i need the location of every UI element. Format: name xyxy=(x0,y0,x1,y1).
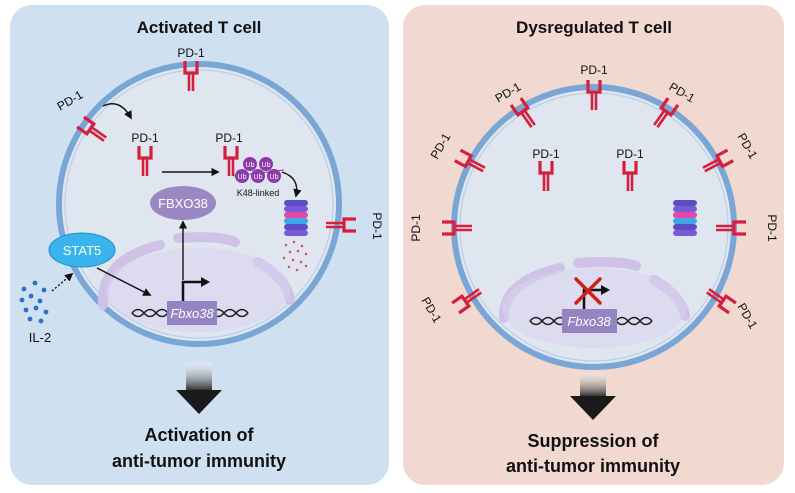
right-panel: Dysregulated T cell Fbxo38 PD-1 PD-1 xyxy=(403,5,784,485)
proteasome xyxy=(284,200,308,236)
ub-label: Ub xyxy=(262,162,271,169)
right-promoter-arrow xyxy=(582,288,603,309)
left-outcome-line1: Activation of xyxy=(144,425,254,445)
fbxo38-protein xyxy=(150,186,216,220)
to-proteasome-arrow xyxy=(281,171,302,198)
left-outcome-line2: anti-tumor immunity xyxy=(112,451,286,471)
il2-to-stat5-arrow xyxy=(51,272,74,292)
left-outcome-arrow xyxy=(186,362,212,392)
ubiquitin-chain: Ub Ub Ub Ub Ub xyxy=(233,157,285,183)
internalization-arrow xyxy=(102,103,132,120)
right-gene-label: Fbxo38 xyxy=(567,314,611,329)
left-fbxo38-gene-box xyxy=(167,301,217,325)
ub-label: Ub xyxy=(270,174,279,181)
ub-label: Ub xyxy=(254,174,263,181)
right-outcome-line1: Suppression of xyxy=(527,431,659,451)
ub-label: Ub xyxy=(238,174,247,181)
fbxo38-label: FBXO38 xyxy=(158,196,208,211)
left-panel: Activated T cell Fbxo38 FBXO38 STAT5 xyxy=(10,5,389,485)
stat5-label: STAT5 xyxy=(63,243,102,258)
transcription-blocked-x xyxy=(574,277,602,305)
pd1-label-membrane-far-right: PD-1 xyxy=(765,214,779,242)
right-proteasome xyxy=(673,200,697,236)
degraded-fragments xyxy=(282,240,308,272)
right-outcome-arrow xyxy=(580,372,606,398)
right-fbxo38-gene-box xyxy=(562,309,617,333)
left-panel-title: Activated T cell xyxy=(137,18,262,37)
left-gene-label: Fbxo38 xyxy=(170,306,214,321)
pd1-label-right: PD-1 xyxy=(370,212,384,240)
k48-linked-label: K48-linked xyxy=(237,188,280,198)
stat5-to-gene-arrow xyxy=(96,267,152,296)
left-promoter-arrow xyxy=(181,280,203,301)
stat5-protein xyxy=(48,232,116,268)
il2-cytokine-dots xyxy=(19,280,49,324)
right-panel-title: Dysregulated T cell xyxy=(516,18,672,37)
pd1-label-membrane-far-left: PD-1 xyxy=(409,214,423,242)
pd1-label-membrane-top: PD-1 xyxy=(580,63,608,77)
right-outcome-line2: anti-tumor immunity xyxy=(506,456,680,476)
pd1-label-top: PD-1 xyxy=(177,46,205,60)
pd1-label-interior-1: PD-1 xyxy=(532,147,560,161)
pd1-label-ubiquitinated: PD-1 xyxy=(215,131,243,145)
right-dna-strand xyxy=(529,316,653,326)
pd1-label-internalized: PD-1 xyxy=(131,131,159,145)
left-nucleus-envelope xyxy=(97,240,165,310)
ub-label: Ub xyxy=(246,162,255,169)
pd1-label-interior-2: PD-1 xyxy=(616,147,644,161)
il2-label: IL-2 xyxy=(29,330,51,345)
